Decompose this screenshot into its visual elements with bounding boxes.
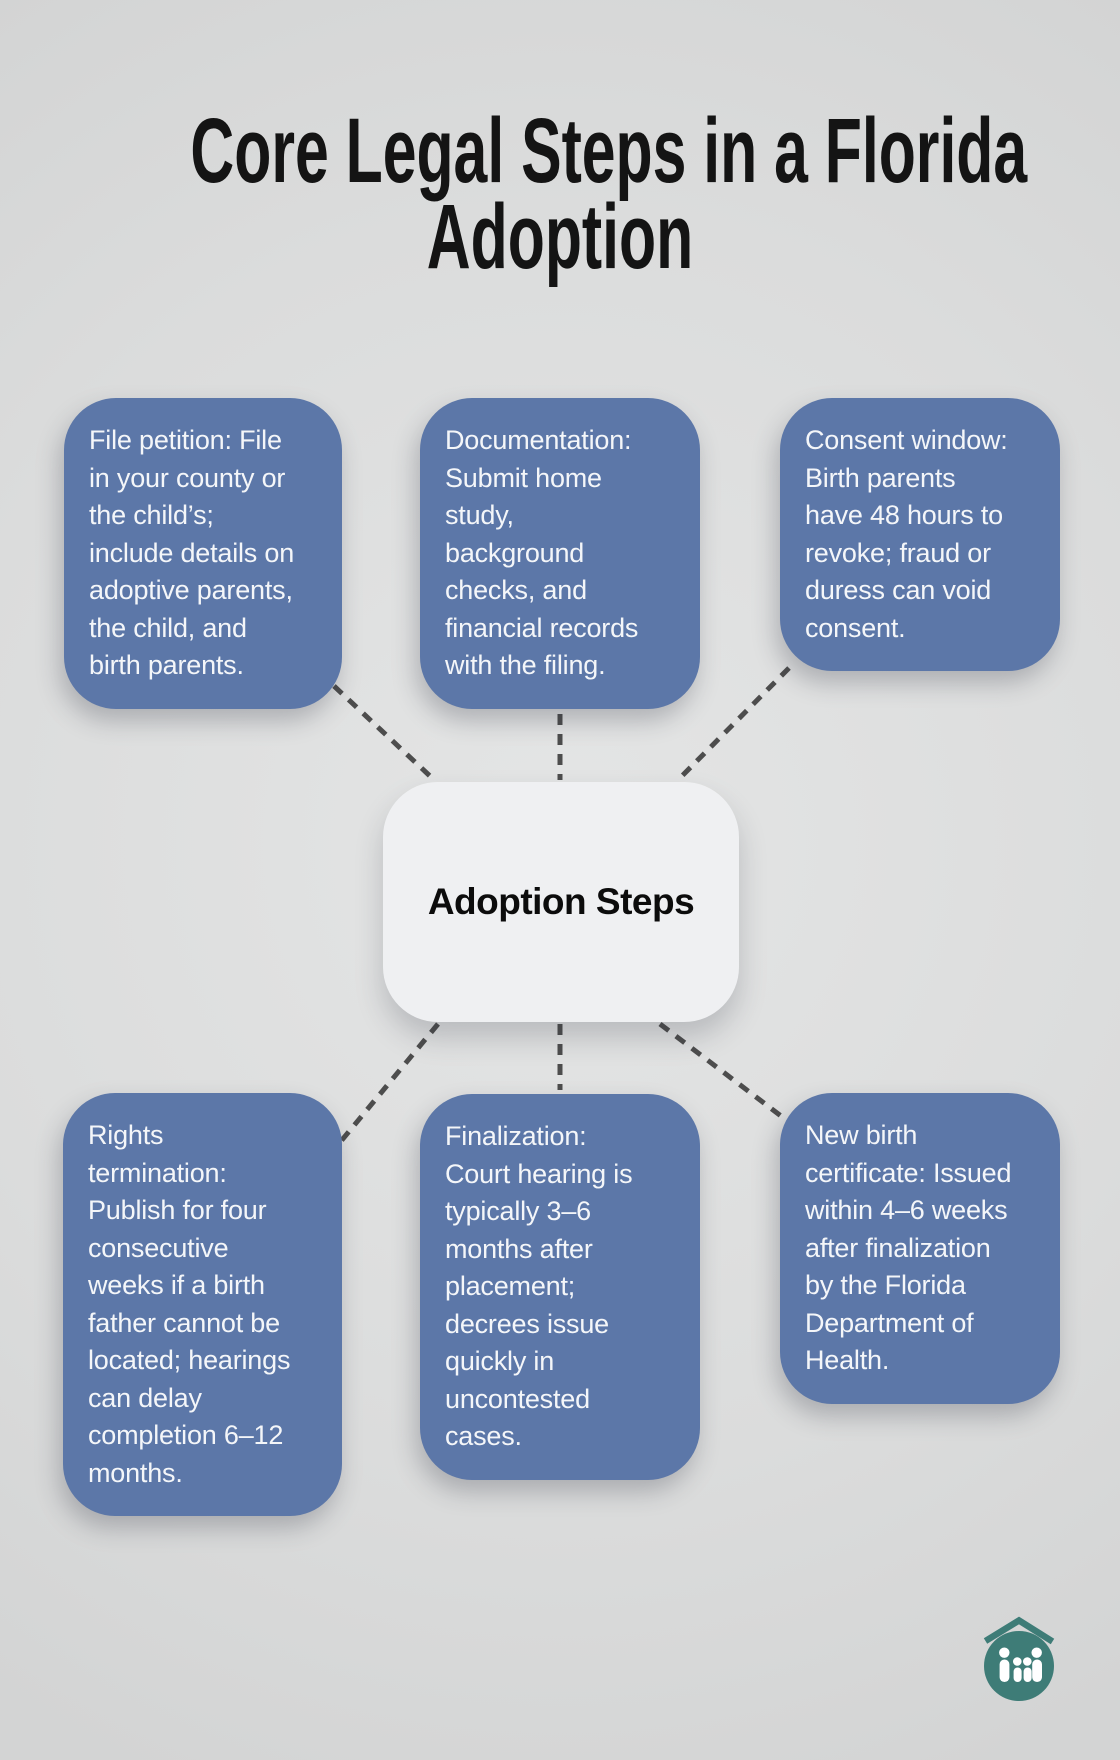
logo-family-figures — [999, 1647, 1042, 1682]
step-text-rights-termination: Rights termination: Publish for four con… — [88, 1120, 291, 1488]
connector-bottom-right — [658, 1022, 783, 1118]
connector-top-right — [677, 666, 791, 781]
family-under-roof-icon — [983, 1616, 1055, 1701]
step-box-rights-termination: Rights termination: Publish for four con… — [63, 1093, 342, 1516]
step-text-file-petition: File petition: File in your county or th… — [89, 425, 295, 680]
step-text-new-birth-certificate: New birth certificate: Issued within 4–6… — [805, 1120, 1012, 1375]
step-box-file-petition: File petition: File in your county or th… — [64, 398, 342, 709]
step-box-documentation: Documentation: Submit home study, backgr… — [420, 398, 700, 709]
page-title: Core Legal Steps in a Florida Adoption — [190, 100, 1028, 288]
logo-circle — [984, 1631, 1054, 1701]
step-text-consent-window: Consent window: Birth parents have 48 ho… — [805, 425, 1008, 643]
connector-top-left — [332, 684, 433, 779]
step-box-new-birth-certificate: New birth certificate: Issued within 4–6… — [780, 1093, 1060, 1404]
logo-roof — [983, 1616, 1055, 1645]
step-box-consent-window: Consent window: Birth parents have 48 ho… — [780, 398, 1060, 671]
step-text-documentation: Documentation: Submit home study, backgr… — [445, 425, 639, 680]
step-box-finalization: Finalization: Court hearing is typically… — [420, 1094, 700, 1480]
step-text-finalization: Finalization: Court hearing is typically… — [445, 1121, 633, 1451]
center-node-label: Adoption Steps — [427, 881, 695, 922]
center-node: Adoption Steps — [383, 782, 739, 1022]
